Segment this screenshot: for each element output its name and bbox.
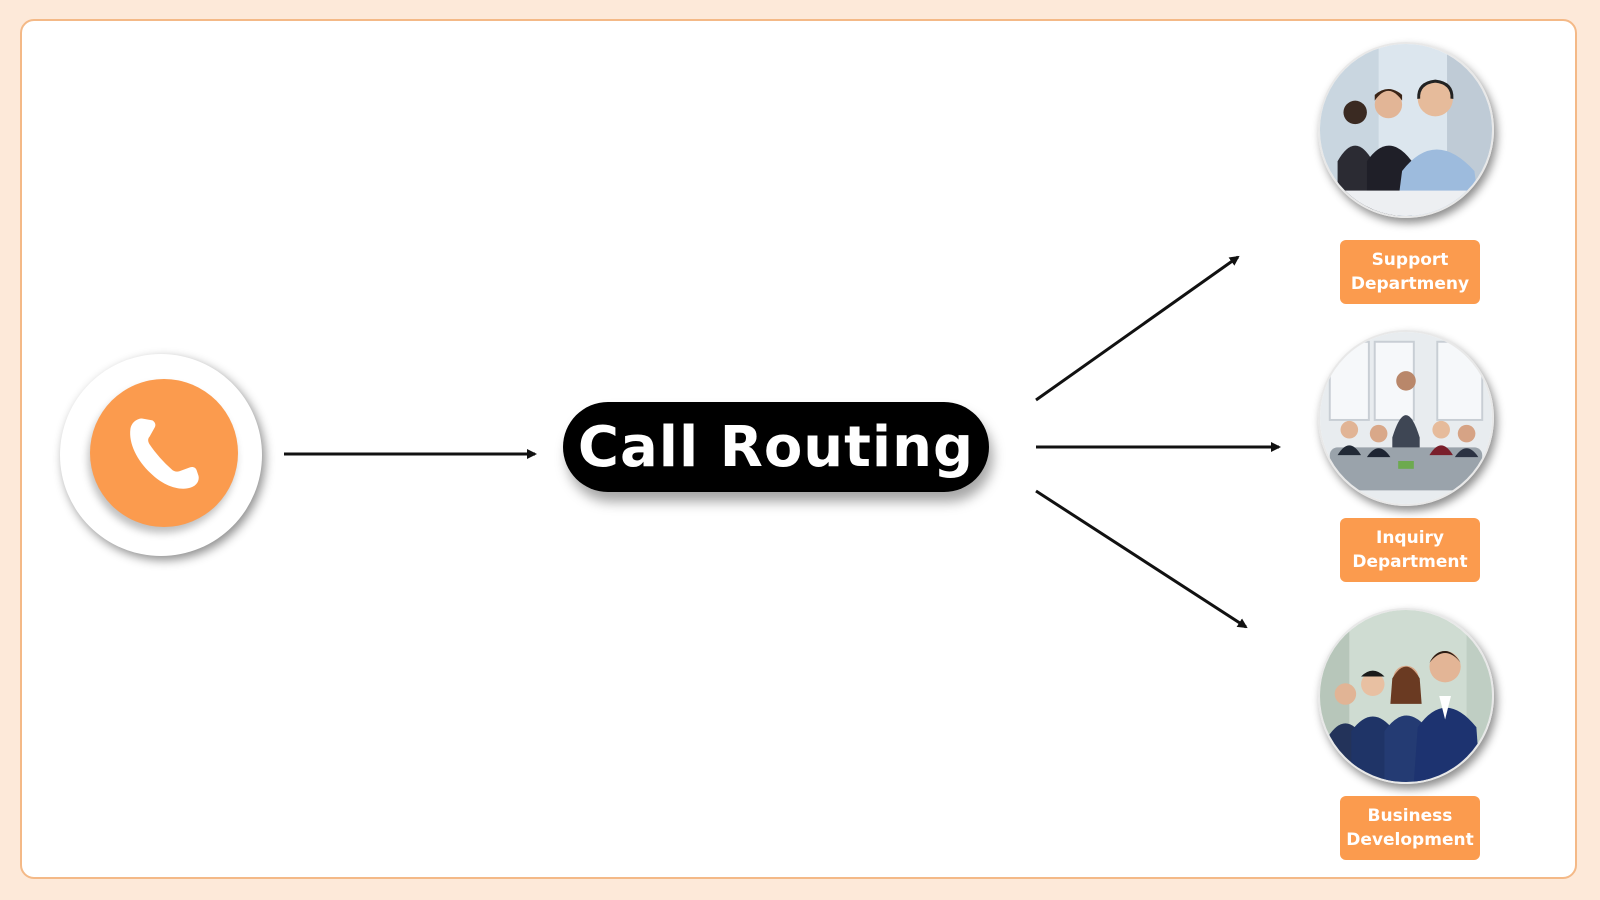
phone-icon (130, 418, 199, 489)
phone-disc (90, 379, 238, 527)
support-department-text: Support Departmeny (1350, 250, 1470, 294)
inquiry-team-image (1320, 332, 1492, 504)
caller-node (60, 354, 262, 556)
support-photo (1318, 42, 1494, 218)
call-routing-label: Call Routing (577, 414, 975, 480)
business-team-image (1320, 610, 1492, 782)
business-development-label: Business Development (1340, 796, 1480, 860)
support-department-label: Support Departmeny (1340, 240, 1480, 304)
business-photo (1318, 608, 1494, 784)
business-development-text: Business Development (1346, 806, 1474, 850)
inquiry-department-label: Inquiry Department (1340, 518, 1480, 582)
inquiry-photo (1318, 330, 1494, 506)
arrow-routing-to-business (1035, 489, 1248, 629)
support-team-image (1320, 44, 1492, 216)
inquiry-department-text: Inquiry Department (1352, 528, 1468, 572)
call-routing-pill: Call Routing (563, 402, 989, 492)
arrow-routing-to-support (1035, 255, 1240, 402)
